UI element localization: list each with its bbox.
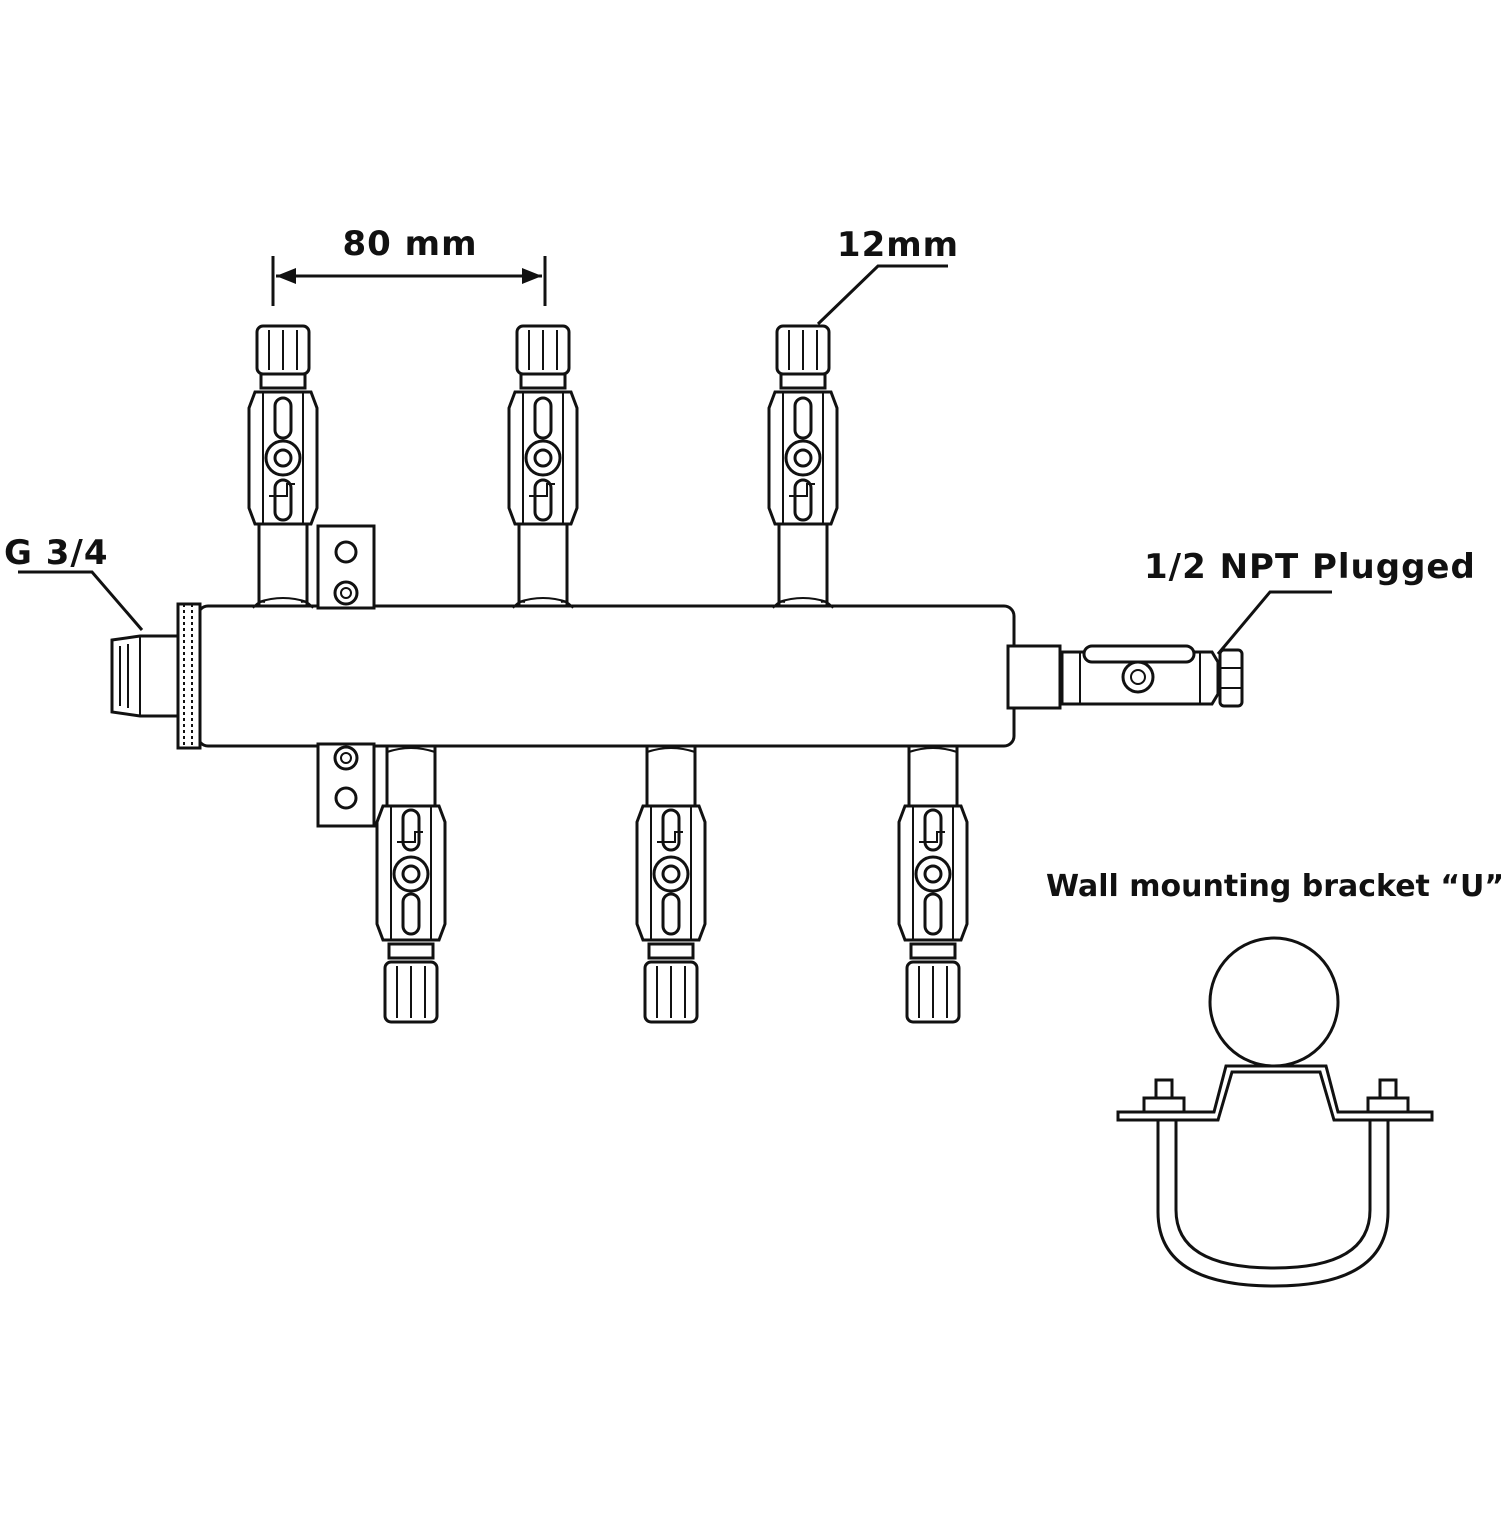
pipe-section	[1208, 936, 1340, 1068]
top-valve-2	[507, 324, 579, 610]
mounting-bracket-top	[316, 524, 376, 610]
spacing-dimension: 80 mm	[271, 224, 547, 306]
spacing-label: 80 mm	[342, 224, 477, 264]
u-bolt-detail: Wall mounting bracket “U” bolt	[1046, 869, 1510, 1288]
top-valve-3	[767, 324, 839, 610]
inlet-label: G 3/4	[4, 533, 108, 573]
mounting-bracket-bottom	[316, 742, 376, 828]
tube-size-callout: 12mm	[816, 225, 959, 326]
bottom-valve-2	[635, 744, 707, 1024]
outlet-callout: 1/2 NPT Plugged	[1144, 547, 1476, 655]
top-valve-1	[247, 324, 319, 610]
bottom-valve-1	[375, 744, 447, 1024]
bracket-label: Wall mounting bracket “U” bolt	[1046, 869, 1510, 904]
plugged-outlet-valve	[1006, 644, 1244, 710]
manifold-body	[110, 602, 1016, 750]
bottom-valve-3	[897, 744, 969, 1024]
outlet-label: 1/2 NPT Plugged	[1144, 547, 1476, 587]
tube-size-label: 12mm	[837, 225, 959, 265]
inlet-callout: G 3/4	[4, 533, 144, 631]
